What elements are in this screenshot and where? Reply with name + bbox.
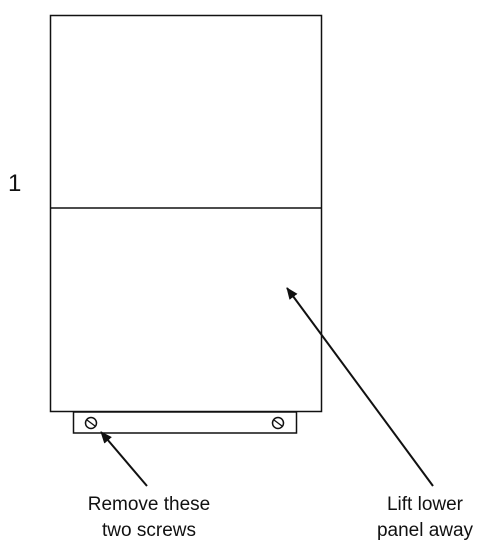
- remove-screws-label-line2: two screws: [102, 520, 196, 541]
- lift-panel-label-line1: Lift lower: [386, 494, 464, 515]
- panel-arrow: [286, 287, 434, 487]
- screw-head-icon: [84, 416, 98, 430]
- mounting-strip: [72, 411, 298, 434]
- lift-panel-label: Lift lower panel away: [357, 492, 493, 544]
- screws-arrow: [100, 431, 148, 487]
- step-number: 1: [8, 170, 22, 197]
- screw-head-icon: [271, 416, 285, 430]
- remove-screws-label-line1: Remove these: [87, 494, 211, 515]
- remove-screws-label: Remove these two screws: [66, 492, 232, 544]
- lift-panel-label-line2: panel away: [376, 520, 474, 541]
- cabinet-outline: [49, 14, 323, 413]
